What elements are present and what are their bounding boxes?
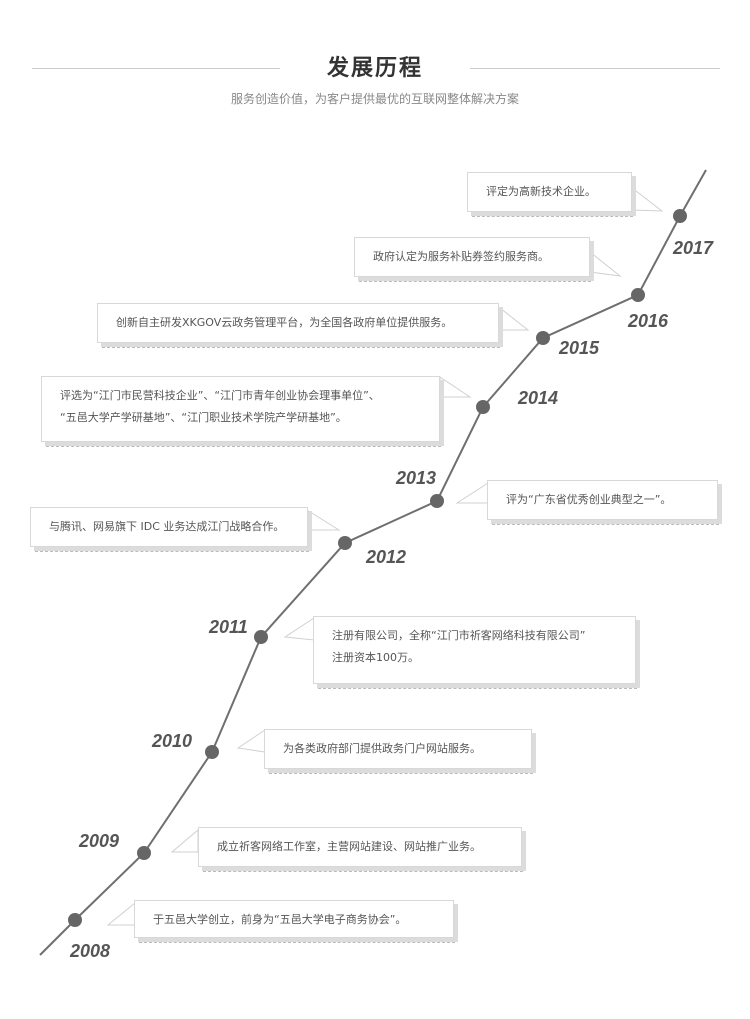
dot-2014	[476, 400, 490, 414]
callout-dashes	[46, 446, 441, 447]
milestone-2016-text: 政府认定为服务补贴券签约服务商。	[373, 250, 549, 263]
callout-dashes	[269, 773, 533, 774]
milestone-2015-text: 创新自主研发XKGOV云政务管理平台，为全国各政府单位提供服务。	[116, 316, 453, 329]
milestone-2011-callout: 注册有限公司，全称“江门市祈客网络科技有限公司” 注册资本100万。	[313, 616, 637, 689]
callout-dashes	[102, 347, 500, 348]
year-label-2014: 2014	[518, 388, 559, 408]
title-divider-left	[32, 68, 280, 69]
callout-dashes	[318, 688, 637, 689]
page-subtitle: 服务创造价值，为客户提供最优的互联网整体解决方案	[230, 92, 519, 106]
milestone-2011-line-1: 注册有限公司，全称“江门市祈客网络科技有限公司”	[332, 629, 586, 642]
pointer-2009	[170, 828, 199, 853]
dot-2009	[137, 846, 151, 860]
dot-2016	[631, 288, 645, 302]
pointer-2008	[106, 901, 136, 926]
milestone-2013-text: 评为“广东省优秀创业典型之一”。	[506, 493, 672, 506]
pointer-2013	[455, 482, 489, 504]
callout-dashes	[472, 216, 633, 217]
year-label-2009: 2009	[79, 831, 120, 851]
pointer-2016	[589, 250, 622, 277]
callout-dashes	[203, 871, 523, 872]
pointer-2012	[306, 509, 341, 531]
dot-2015	[536, 331, 550, 345]
pointer-2010	[236, 729, 266, 753]
dot-2013	[430, 494, 444, 508]
dot-2012	[338, 536, 352, 550]
year-label-2011: 2011	[209, 617, 248, 637]
dot-2017	[673, 209, 687, 223]
milestone-2008-text: 于五邑大学创立，前身为“五邑大学电子商务协会”。	[153, 913, 407, 926]
milestone-2014-callout: 评选为“江门市民营科技企业”、“江门市青年创业协会理事单位”、 “五邑大学产学研…	[41, 376, 441, 447]
year-label-2012: 2012	[366, 547, 407, 567]
year-label-2013: 2013	[396, 468, 437, 488]
year-label-2010: 2010	[152, 731, 193, 751]
pointer-2017	[631, 186, 664, 212]
page-title: 发展历程	[0, 50, 750, 82]
timeline-line	[39, 169, 707, 956]
milestone-2010-callout: 为各类政府部门提供政务门户网站服务。	[264, 729, 533, 774]
pointer-2011	[283, 617, 315, 641]
callout-dashes	[359, 281, 591, 282]
milestone-2012-text: 与腾讯、网易旗下 IDC 业务达成江门战略合作。	[49, 520, 285, 533]
callout-dashes	[35, 551, 309, 552]
milestone-2010-text: 为各类政府部门提供政务门户网站服务。	[283, 742, 481, 755]
year-label-2008: 2008	[70, 941, 111, 961]
milestone-2011-line-2: 注册资本100万。	[332, 651, 419, 664]
milestone-2013-callout: 评为“广东省优秀创业典型之一”。	[487, 480, 719, 525]
milestone-2015-callout: 创新自主研发XKGOV云政务管理平台，为全国各政府单位提供服务。	[97, 303, 500, 348]
milestone-2012-callout: 与腾讯、网易旗下 IDC 业务达成江门战略合作。	[30, 507, 309, 552]
callout-dashes	[492, 524, 719, 525]
header: 发展历程 服务创造价值，为客户提供最优的互联网整体解决方案	[0, 0, 750, 120]
dot-2011	[254, 630, 268, 644]
milestone-2017-text: 评定为高新技术企业。	[486, 185, 596, 198]
callout-dashes	[139, 942, 455, 943]
year-label-2017: 2017	[673, 238, 714, 258]
milestone-2008-callout: 于五邑大学创立，前身为“五邑大学电子商务协会”。	[134, 900, 455, 943]
milestone-2009-callout: 成立祈客网络工作室，主营网站建设、网站推广业务。	[198, 827, 523, 872]
milestone-2017-callout: 评定为高新技术企业。	[467, 172, 633, 217]
milestone-2016-callout: 政府认定为服务补贴券签约服务商。	[354, 237, 591, 282]
year-label-2016: 2016	[628, 311, 669, 331]
year-label-2015: 2015	[559, 338, 600, 358]
dot-2010	[205, 745, 219, 759]
title-divider-right	[470, 68, 720, 69]
pointer-2015	[499, 306, 530, 331]
dot-2008	[68, 913, 82, 927]
pointer-2014	[439, 376, 472, 398]
milestone-2009-text: 成立祈客网络工作室，主营网站建设、网站推广业务。	[217, 840, 481, 853]
milestone-2014-line-2: “五邑大学产学研基地”、“江门职业技术学院产学研基地”。	[60, 411, 347, 424]
milestone-2014-line-1: 评选为“江门市民营科技企业”、“江门市青年创业协会理事单位”、	[60, 389, 380, 402]
